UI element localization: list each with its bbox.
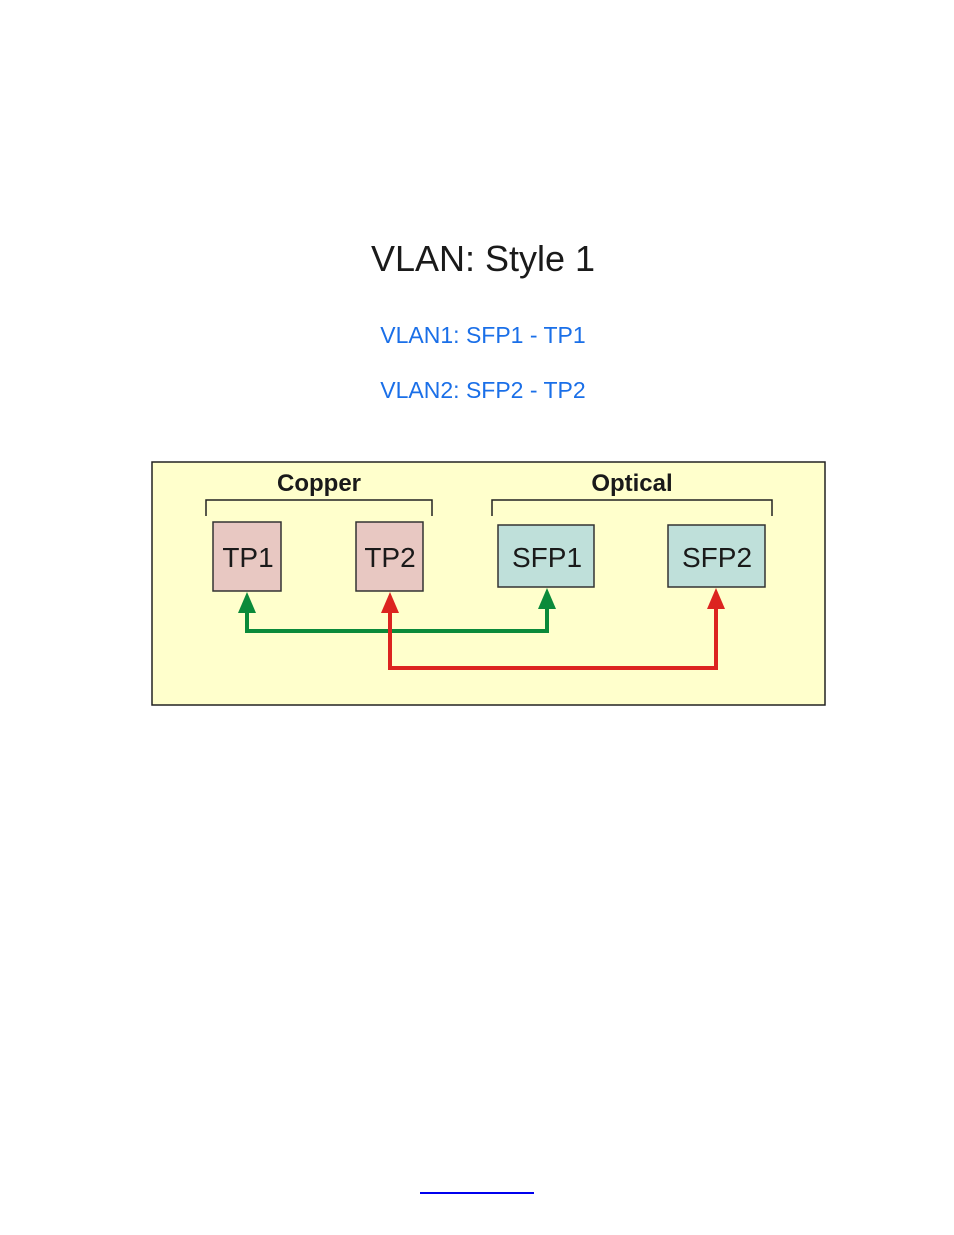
port-sfp1: SFP1 xyxy=(497,524,595,588)
port-label: TP1 xyxy=(222,542,273,573)
port-label: TP2 xyxy=(364,542,415,573)
port-tp2: TP2 xyxy=(355,521,424,592)
port-box xyxy=(212,521,282,592)
group-label-optical: Optical xyxy=(591,470,672,497)
copper-bracket xyxy=(205,499,433,516)
page-title: VLAN: Style 1 xyxy=(370,238,596,279)
vlan2-arrowhead-tp2 xyxy=(381,592,399,613)
footer-link[interactable] xyxy=(420,1192,534,1194)
port-box xyxy=(667,524,766,588)
port-sfp2: SFP2 xyxy=(667,524,766,588)
vlan1-path xyxy=(245,607,549,633)
port-box xyxy=(497,524,595,588)
group-label-copper: Copper xyxy=(277,470,361,497)
vlan2-path xyxy=(388,606,718,670)
vlan2-arrowhead-sfp2 xyxy=(707,588,725,609)
optical-bracket xyxy=(491,499,773,516)
port-tp1: TP1 xyxy=(212,521,282,592)
vlan1-arrowhead-tp1 xyxy=(238,592,256,613)
vlan1-description: VLAN1: SFP1 - TP1 xyxy=(380,322,586,348)
vlan2-link xyxy=(381,588,725,670)
port-label: SFP2 xyxy=(682,542,752,573)
vlan2-description: VLAN2: SFP2 - TP2 xyxy=(380,377,586,403)
port-box xyxy=(355,521,424,592)
vlan1-link xyxy=(238,588,556,633)
port-label: SFP1 xyxy=(512,542,582,573)
vlan1-arrowhead-sfp1 xyxy=(538,588,556,609)
